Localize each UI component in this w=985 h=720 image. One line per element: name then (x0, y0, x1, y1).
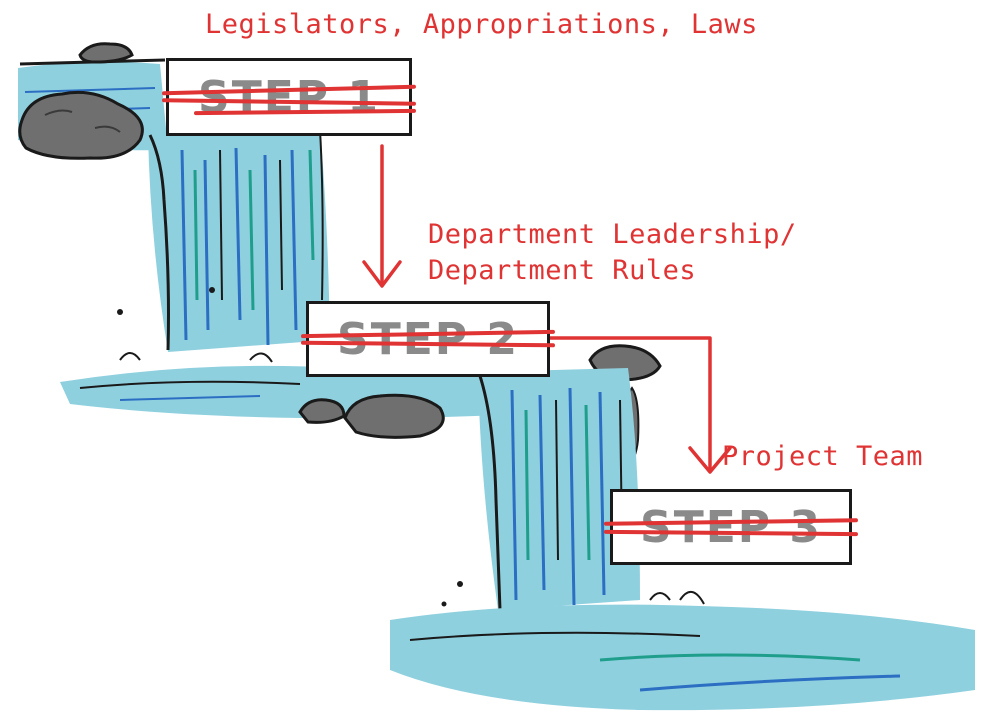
label-legislators: Legislators, Appropriations, Laws (205, 9, 758, 40)
step-3-label: STEP 3 (640, 501, 822, 553)
step-2-text: STEP 2 (301, 313, 555, 365)
arrow-icon (362, 144, 402, 288)
step-3-box: STEP 3 (604, 489, 858, 565)
waterfall-icon (148, 128, 330, 352)
rock-icon (298, 398, 346, 424)
rock-icon (78, 42, 134, 64)
rock-icon (18, 90, 144, 160)
step-2-box: STEP 2 (301, 301, 555, 377)
step-2-label: STEP 2 (337, 313, 519, 365)
label-department-rules: Department Rules (428, 255, 697, 286)
label-project-team: Project Team (722, 441, 924, 472)
step-1-label: STEP 1 (198, 71, 380, 123)
step-1-box: STEP 1 (162, 58, 416, 136)
step-1-text: STEP 1 (162, 71, 416, 123)
step-3-text: STEP 3 (604, 501, 858, 553)
label-department-leadership: Department Leadership/ (428, 219, 797, 250)
rock-icon (343, 393, 445, 439)
arrow-icon (548, 336, 732, 474)
waterfall-icon (478, 368, 640, 611)
bottom-pool (390, 581, 975, 711)
